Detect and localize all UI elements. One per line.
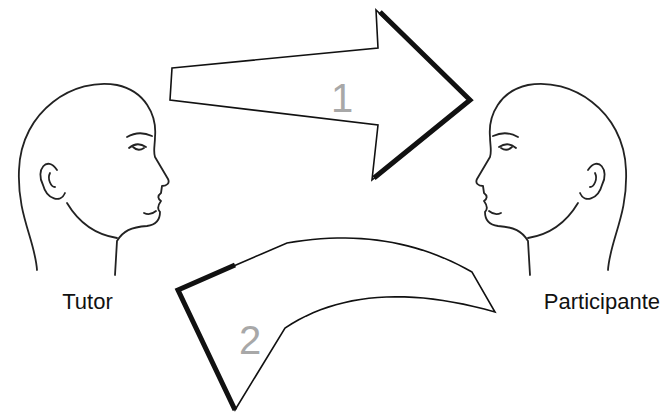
person-node: Participante (470, 70, 666, 320)
arrow-shadow-edge (374, 12, 470, 178)
block-arrow (178, 238, 495, 410)
person-name: Participante (544, 289, 660, 314)
person-name: Tutor (62, 289, 113, 314)
arrow-outline (178, 238, 495, 410)
arrow-shadow-edge (178, 265, 235, 410)
person-node: Tutor (0, 70, 175, 320)
block-arrow (170, 10, 470, 180)
callout-number: 2 (239, 320, 261, 360)
participant-head (476, 84, 626, 275)
tutor-head (19, 84, 169, 275)
callout-number: 1 (331, 78, 353, 118)
arrow-outline (170, 10, 470, 180)
